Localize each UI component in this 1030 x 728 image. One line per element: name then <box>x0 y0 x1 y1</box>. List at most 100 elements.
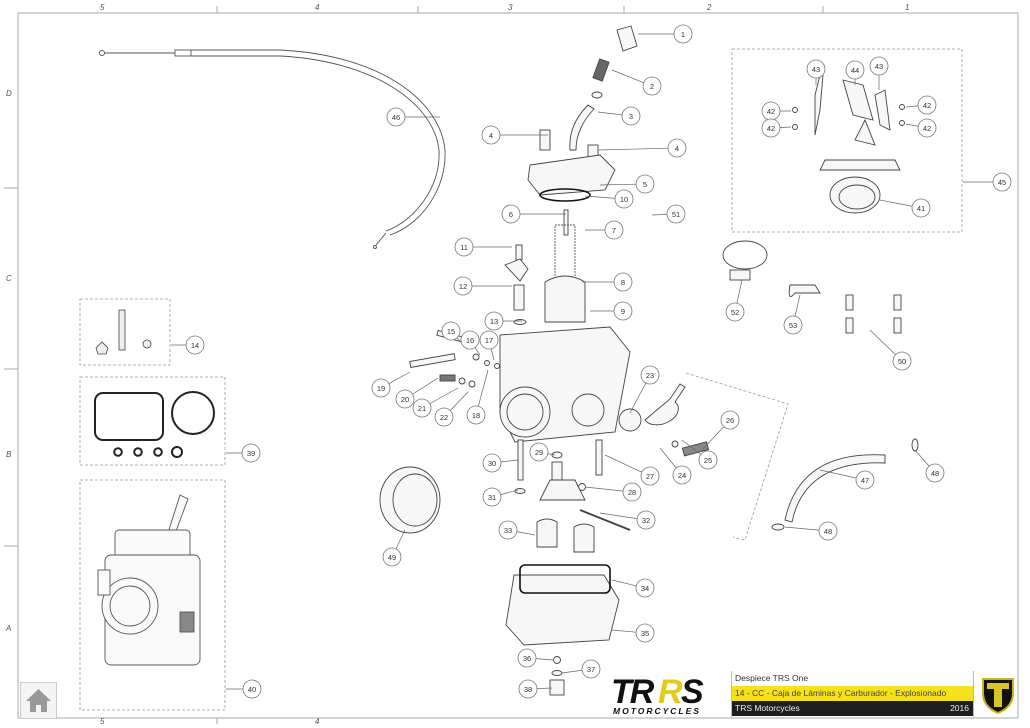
callout-bubble <box>613 301 633 321</box>
callout-bubble <box>613 272 633 292</box>
callout-bubble <box>635 174 655 194</box>
callout-bubble <box>635 578 655 598</box>
callout-bubble <box>806 59 826 79</box>
callout-48: 48 <box>784 521 838 541</box>
callout-number: 42 <box>767 124 775 133</box>
callout-14: 14 <box>171 335 205 355</box>
callout-number: 22 <box>440 413 448 422</box>
callout-number: 27 <box>646 472 654 481</box>
callout-bubble <box>621 106 641 126</box>
callout-number: 50 <box>898 357 906 366</box>
callout-7: 7 <box>585 220 624 240</box>
callout-bubble <box>640 365 660 385</box>
callout-number: 11 <box>460 243 468 252</box>
kit-box-39 <box>79 376 226 466</box>
callout-number: 3 <box>629 112 633 121</box>
callout-41: 41 <box>879 198 931 218</box>
callout-number: 29 <box>535 448 543 457</box>
callout-bubble <box>622 482 642 502</box>
callout-bubble <box>666 204 686 224</box>
callout-bubble <box>412 398 432 418</box>
callout-bubble <box>241 443 261 463</box>
callout-bubble <box>395 389 415 409</box>
callout-50: 50 <box>869 329 912 371</box>
trs-emblem-icon <box>973 671 1021 717</box>
callout-number: 40 <box>248 685 256 694</box>
svg-text:R: R <box>658 673 683 711</box>
callout-bubble <box>855 470 875 490</box>
callout-28: 28 <box>584 482 642 502</box>
callout-number: 24 <box>678 471 686 480</box>
callout-number: 10 <box>620 195 628 204</box>
callout-number: 19 <box>377 384 385 393</box>
reed-block-parts <box>722 74 919 531</box>
drawing-set-title: Despiece TRS One <box>735 673 809 683</box>
callout-number: 32 <box>642 516 650 525</box>
manufacturer-name: TRS Motorcycles <box>735 703 800 713</box>
callout-bubble <box>720 410 740 430</box>
callout-31: 31 <box>482 487 519 507</box>
callout-bubble <box>441 321 461 341</box>
brand-logo: TR R S MOTORCYCLES <box>603 671 731 717</box>
callout-38: 38 <box>518 679 553 699</box>
callout-number: 43 <box>875 62 883 71</box>
callout-30: 30 <box>482 453 519 473</box>
callout-52: 52 <box>725 279 745 322</box>
callout-number: 20 <box>401 395 409 404</box>
callout-number: 35 <box>641 629 649 638</box>
callout-46: 46 <box>386 107 440 127</box>
callout-1: 1 <box>638 24 693 44</box>
callout-bubble <box>434 407 454 427</box>
callout-bubble <box>869 56 889 76</box>
callout-number: 34 <box>641 584 649 593</box>
callout-bubble <box>992 172 1012 192</box>
drawing-title: 14 - CC - Caja de Láminas y Carburador -… <box>732 686 974 701</box>
callout-18: 18 <box>466 369 489 425</box>
reed-box-45 <box>731 48 963 233</box>
callout-bubble <box>640 466 660 486</box>
kit-14-parts <box>95 309 152 355</box>
callout-11: 11 <box>454 237 512 257</box>
callout-4: 4 <box>481 125 548 145</box>
callout-51: 51 <box>651 204 686 224</box>
callout-9: 9 <box>590 301 633 321</box>
callout-number: 23 <box>646 371 654 380</box>
callout-bubble <box>482 453 502 473</box>
callout-bubble <box>917 95 937 115</box>
manufacturer-row: TRS Motorcycles 2016 <box>732 701 974 716</box>
callout-bubble <box>453 276 473 296</box>
callout-bubble <box>892 351 912 371</box>
callout-bubble <box>672 465 692 485</box>
callout-bubble <box>917 118 937 138</box>
col-label: 5 <box>100 717 105 726</box>
callout-bubble <box>698 450 718 470</box>
callout-27: 27 <box>604 454 660 486</box>
callout-bubble <box>466 405 486 425</box>
callout-number: 28 <box>628 488 636 497</box>
callout-number: 39 <box>247 449 255 458</box>
home-button[interactable] <box>20 682 57 719</box>
callout-bubble <box>529 442 549 462</box>
brand-sub: MOTORCYCLES <box>613 706 701 716</box>
callout-bubble <box>925 463 945 483</box>
callout-2: 2 <box>611 69 662 96</box>
callout-number: 8 <box>621 278 625 287</box>
callout-bubble <box>642 76 662 96</box>
callout-42: 42 <box>761 101 791 121</box>
home-icon <box>26 689 51 712</box>
callout-3: 3 <box>597 106 641 126</box>
title-block-info: Despiece TRS One 14 - CC - Caja de Lámin… <box>731 671 974 717</box>
callout-number: 6 <box>509 210 513 219</box>
callout-bubble <box>518 679 538 699</box>
callout-bubble <box>481 125 501 145</box>
callout-48: 48 <box>914 449 945 483</box>
callout-bubble <box>818 521 838 541</box>
callout-26: 26 <box>701 410 740 451</box>
callout-bubble <box>482 487 502 507</box>
callout-32: 32 <box>599 510 656 530</box>
callout-number: 4 <box>675 144 679 153</box>
callout-number: 18 <box>472 411 480 420</box>
col-label: 1 <box>905 3 909 12</box>
callout-bubble <box>725 302 745 322</box>
callout-number: 12 <box>459 282 467 291</box>
